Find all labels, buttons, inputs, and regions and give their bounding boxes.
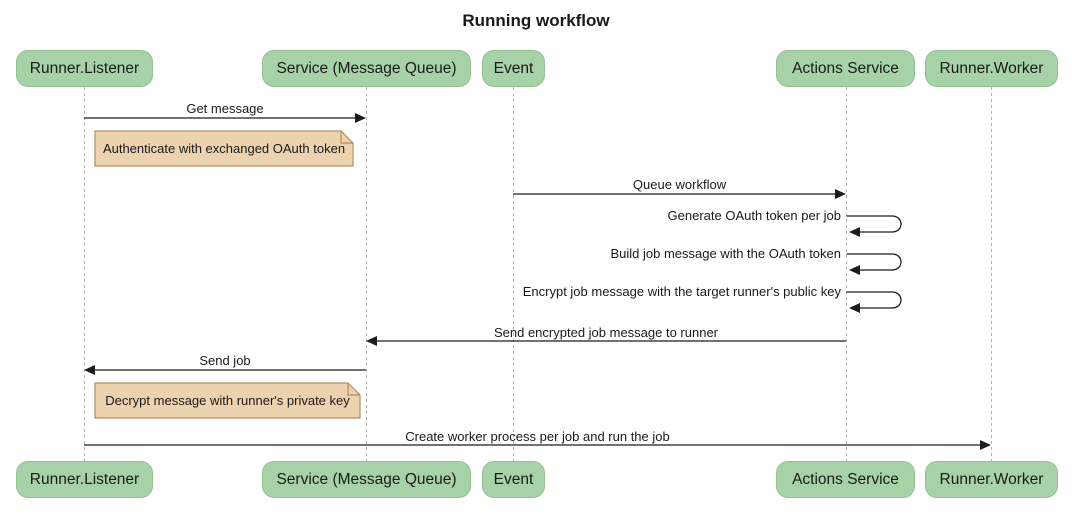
note-authenticate-label: Authenticate with exchanged OAuth token bbox=[102, 141, 346, 156]
selfloop-build-job-message bbox=[846, 253, 902, 271]
actor-bottom-runner-worker: Runner.Worker bbox=[925, 461, 1058, 498]
note-decrypt-box bbox=[94, 382, 361, 419]
arrowhead-build-job-message bbox=[849, 265, 860, 275]
arrowhead-create-worker bbox=[980, 440, 991, 450]
label-queue-workflow: Queue workflow bbox=[632, 177, 727, 192]
arrowhead-send-encrypted bbox=[366, 336, 377, 346]
actor-top-actions-service: Actions Service bbox=[776, 50, 915, 87]
arrowhead-queue-workflow bbox=[835, 189, 846, 199]
label-get-message: Get message bbox=[186, 101, 264, 116]
diagram-title: Running workflow bbox=[462, 11, 610, 30]
arrowhead-send-job bbox=[84, 365, 95, 375]
actor-top-service-mq: Service (Message Queue) bbox=[262, 50, 471, 87]
note-decrypt-label: Decrypt message with runner's private ke… bbox=[105, 393, 350, 408]
actor-bottom-actions-service: Actions Service bbox=[776, 461, 915, 498]
label-send-job: Send job bbox=[199, 353, 251, 368]
label-send-encrypted: Send encrypted job message to runner bbox=[493, 325, 719, 340]
note-authenticate-box bbox=[94, 130, 354, 167]
actor-top-runner-worker: Runner.Worker bbox=[925, 50, 1058, 87]
note-authenticate-fold bbox=[340, 131, 353, 144]
selfloop-generate-oauth bbox=[846, 215, 902, 233]
label-build-job-message: Build job message with the OAuth token bbox=[610, 246, 841, 261]
actor-top-event: Event bbox=[482, 50, 545, 87]
selfloop-encrypt-job-message bbox=[846, 291, 902, 309]
label-generate-oauth: Generate OAuth token per job bbox=[667, 208, 841, 223]
actor-bottom-event: Event bbox=[482, 461, 545, 498]
note-decrypt-fold bbox=[347, 383, 360, 396]
label-encrypt-job-message: Encrypt job message with the target runn… bbox=[522, 284, 841, 299]
actor-top-runner-listener: Runner.Listener bbox=[16, 50, 153, 87]
actor-bottom-service-mq: Service (Message Queue) bbox=[262, 461, 471, 498]
arrowhead-generate-oauth bbox=[849, 227, 860, 237]
arrowhead-get-message bbox=[355, 113, 366, 123]
arrowhead-encrypt-job-message bbox=[849, 303, 860, 313]
actor-bottom-runner-listener: Runner.Listener bbox=[16, 461, 153, 498]
label-create-worker: Create worker process per job and run th… bbox=[405, 429, 670, 444]
